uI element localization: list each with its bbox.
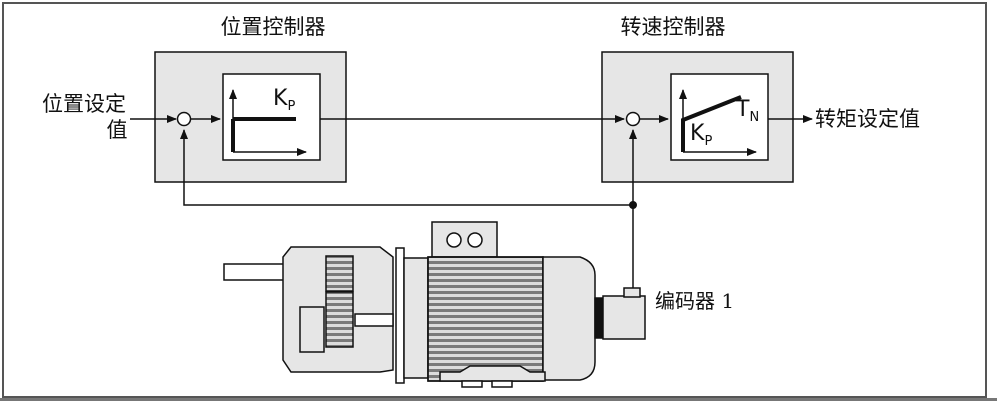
position-setpoint-label: 位置设定 <box>42 92 126 116</box>
motor-body <box>427 256 544 382</box>
motor-illustration <box>223 221 646 388</box>
encoder-label: 编码器 1 <box>655 289 734 313</box>
speed-controller-label: 转速控制器 <box>621 15 726 39</box>
summing-junction-speed <box>625 111 641 127</box>
encoder-connector <box>623 287 641 298</box>
summing-junction-position <box>176 111 192 127</box>
signal-lines <box>130 115 813 290</box>
position-setpoint-label-line2: 值 <box>107 118 128 142</box>
output-shaft <box>223 263 287 281</box>
position-controller-label: 位置控制器 <box>221 15 326 39</box>
pi-response-curve <box>681 95 742 152</box>
gear-lower <box>325 291 354 348</box>
speed-controller-block: 转速控制器 TN KP <box>601 15 794 183</box>
gear-upper <box>325 255 354 292</box>
feedback-branch-node <box>629 201 637 209</box>
encoder-body <box>602 295 646 340</box>
diagram-frame <box>2 2 987 398</box>
torque-setpoint-label: 转矩设定值 <box>815 107 920 131</box>
tn-label: TN <box>735 97 759 125</box>
motor-flange <box>395 247 405 384</box>
bottom-rule <box>0 398 997 401</box>
kp-label: KP <box>273 86 295 114</box>
kp-speed-label: KP <box>690 121 712 149</box>
terminal-box <box>431 221 498 258</box>
motor-feet <box>439 365 546 382</box>
fan-cover <box>542 256 596 381</box>
